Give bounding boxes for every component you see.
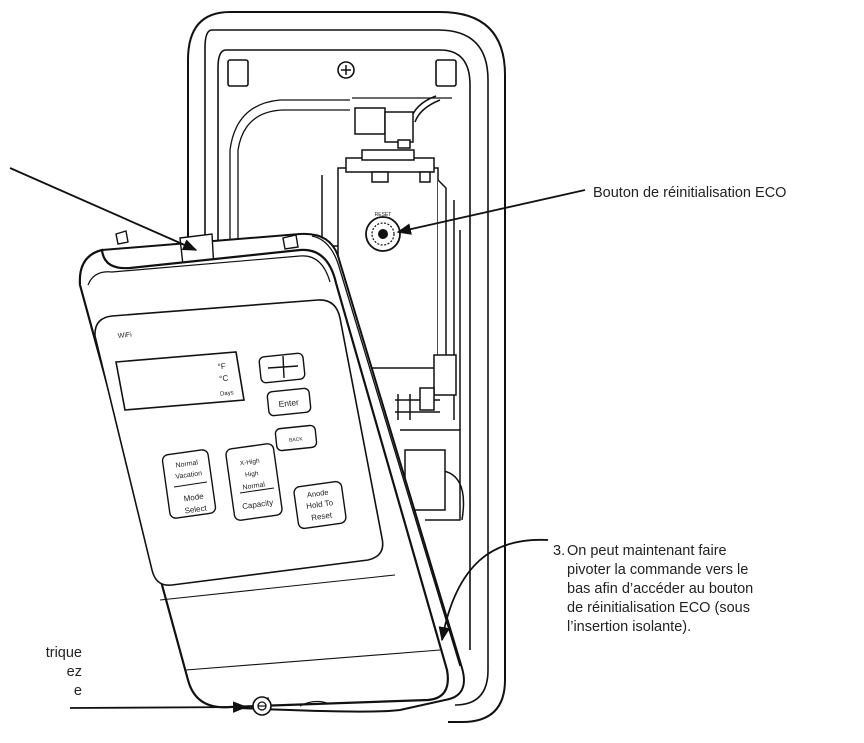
svg-text:Days: Days: [220, 390, 234, 397]
svg-text:°F: °F: [217, 362, 226, 372]
svg-text:Enter: Enter: [278, 397, 299, 409]
callout-arrows: [9, 167, 586, 713]
anode-reset-button[interactable]: Anode Hold To Reset: [293, 480, 347, 530]
plus-minus-button[interactable]: [258, 352, 306, 384]
svg-text:Vacation: Vacation: [175, 470, 203, 481]
wifi-indicator-icon: WiFi: [117, 332, 132, 340]
svg-text:Capacity: Capacity: [242, 498, 274, 511]
wall-housing: [187, 11, 506, 723]
arrow-to-eco-button: [396, 189, 586, 235]
svg-text:Anode: Anode: [306, 488, 329, 500]
step-3-instruction: 3.On peut maintenant faire pivoter la co…: [553, 542, 847, 637]
svg-text:RESET: RESET: [375, 212, 392, 218]
eco-module: [321, 149, 465, 521]
svg-text:Normal: Normal: [175, 459, 199, 469]
step-3-text: On peut maintenant faire pivoter la comm…: [567, 543, 754, 635]
svg-text:X-High: X-High: [239, 458, 260, 468]
lcd-display: [115, 351, 245, 411]
mode-select-button[interactable]: Normal Vacation Mode Select: [161, 449, 217, 519]
left-cropped-label: trique ez e: [45, 645, 82, 699]
svg-text:Reset: Reset: [311, 511, 334, 523]
svg-text:High: High: [245, 470, 260, 479]
svg-text:Select: Select: [184, 503, 208, 515]
arrow-pivot: [438, 538, 549, 642]
svg-text:°C: °C: [219, 374, 229, 384]
control-panel: WiFi °F °C Days Enter BACK Normal Vacati…: [78, 230, 465, 713]
step-3-number: 3.: [553, 543, 566, 559]
top-screw-icon: [337, 61, 355, 79]
housing-cavity: [229, 97, 452, 255]
arrow-to-tab: [9, 167, 198, 251]
svg-text:Mode: Mode: [183, 492, 205, 504]
svg-text:Normal: Normal: [242, 481, 266, 491]
svg-text:BACK: BACK: [289, 436, 304, 443]
capacity-button[interactable]: X-High High Normal Capacity: [225, 443, 283, 521]
enter-button[interactable]: Enter: [266, 387, 312, 417]
back-button[interactable]: BACK: [274, 424, 318, 452]
arrow-to-screw: [69, 701, 248, 713]
eco-reset-button-label: Bouton de réinitialisation ECO: [593, 185, 787, 201]
bottom-screw-icon: [252, 696, 272, 716]
svg-text:Hold To: Hold To: [306, 498, 335, 511]
wire-connector: [354, 95, 441, 149]
